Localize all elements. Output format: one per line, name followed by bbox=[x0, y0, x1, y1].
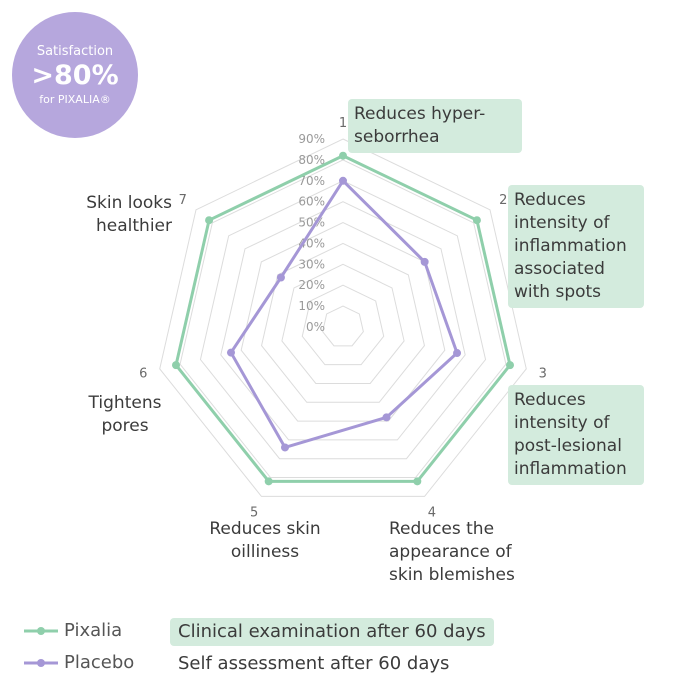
pixalia-series-line bbox=[174, 154, 512, 483]
caption-placebo: Self assessment after 60 days bbox=[178, 653, 450, 674]
placebo-point-2 bbox=[420, 257, 429, 266]
grid-ring bbox=[159, 138, 527, 497]
tick-label: 20% bbox=[298, 278, 325, 292]
axis-number-6: 6 bbox=[139, 367, 147, 382]
axis-label-6: Tightens pores bbox=[88, 393, 162, 436]
axis-number-3: 3 bbox=[539, 367, 547, 382]
placebo-point-7 bbox=[276, 273, 285, 282]
axis-number-7: 7 bbox=[179, 193, 187, 208]
axis-number-4: 4 bbox=[428, 506, 436, 521]
badge-label: Satisfaction bbox=[36, 43, 114, 59]
axis-number-2: 2 bbox=[499, 193, 507, 208]
axis-label-7: Skin looks healthier bbox=[86, 193, 172, 236]
tick-label: 60% bbox=[298, 195, 325, 209]
pixalia-point-3 bbox=[505, 361, 514, 370]
pixalia-legend-line-icon bbox=[24, 626, 58, 635]
pixalia-point-4 bbox=[413, 477, 422, 486]
tick-label: 80% bbox=[298, 153, 325, 167]
placebo-point-5 bbox=[280, 443, 289, 452]
caption-pixalia: Clinical examination after 60 days bbox=[170, 618, 494, 646]
tick-label: 70% bbox=[298, 174, 325, 188]
placebo-legend-line-icon bbox=[24, 658, 58, 667]
pixalia-point-5 bbox=[264, 477, 273, 486]
grid-ring bbox=[281, 263, 405, 384]
badge-product: for PIXALIA® bbox=[39, 92, 111, 106]
axis-label-5: Reduces skin oilliness bbox=[209, 519, 321, 562]
pixalia-point-2 bbox=[472, 216, 481, 225]
placebo-point-1 bbox=[339, 176, 347, 185]
legend-item-placebo: Placebo bbox=[22, 652, 134, 673]
axis-label-4: Reduces the appearance of skin blemishes bbox=[389, 519, 515, 585]
grid-ring bbox=[220, 201, 466, 441]
tick-label: 10% bbox=[298, 299, 325, 313]
tick-label: 30% bbox=[298, 257, 325, 271]
placebo-point-6 bbox=[226, 348, 235, 357]
grid-ring bbox=[179, 159, 507, 479]
grid-ring bbox=[301, 284, 385, 366]
axis-number-5: 5 bbox=[250, 506, 258, 521]
pixalia-point-7 bbox=[205, 216, 214, 225]
badge-value: >80% bbox=[31, 59, 119, 91]
placebo-point-4 bbox=[382, 413, 391, 422]
axis-number-1: 1 bbox=[339, 116, 347, 131]
satisfaction-badge: Satisfaction >80% for PIXALIA® bbox=[12, 12, 138, 138]
grid-ring bbox=[199, 180, 487, 460]
placebo-series-line bbox=[229, 179, 459, 449]
placebo-point-3 bbox=[453, 349, 462, 358]
legend-item-pixalia: Pixalia bbox=[22, 620, 122, 641]
legend-label-pixalia: Pixalia bbox=[64, 620, 123, 641]
pixalia-point-6 bbox=[172, 361, 181, 370]
pixalia-point-1 bbox=[339, 151, 347, 160]
legend-label-placebo: Placebo bbox=[64, 652, 135, 673]
axis-label-3: Reduces intensity of post-lesional infla… bbox=[508, 385, 644, 485]
tick-label: 0% bbox=[306, 320, 325, 334]
axis-label-1: Reduces hyper-seborrhea bbox=[348, 99, 522, 153]
axis-label-2: Reduces intensity of inflammation associ… bbox=[508, 185, 644, 308]
grid-ring bbox=[240, 222, 446, 422]
tick-label: 90% bbox=[298, 132, 325, 146]
grid-ring bbox=[322, 305, 364, 347]
